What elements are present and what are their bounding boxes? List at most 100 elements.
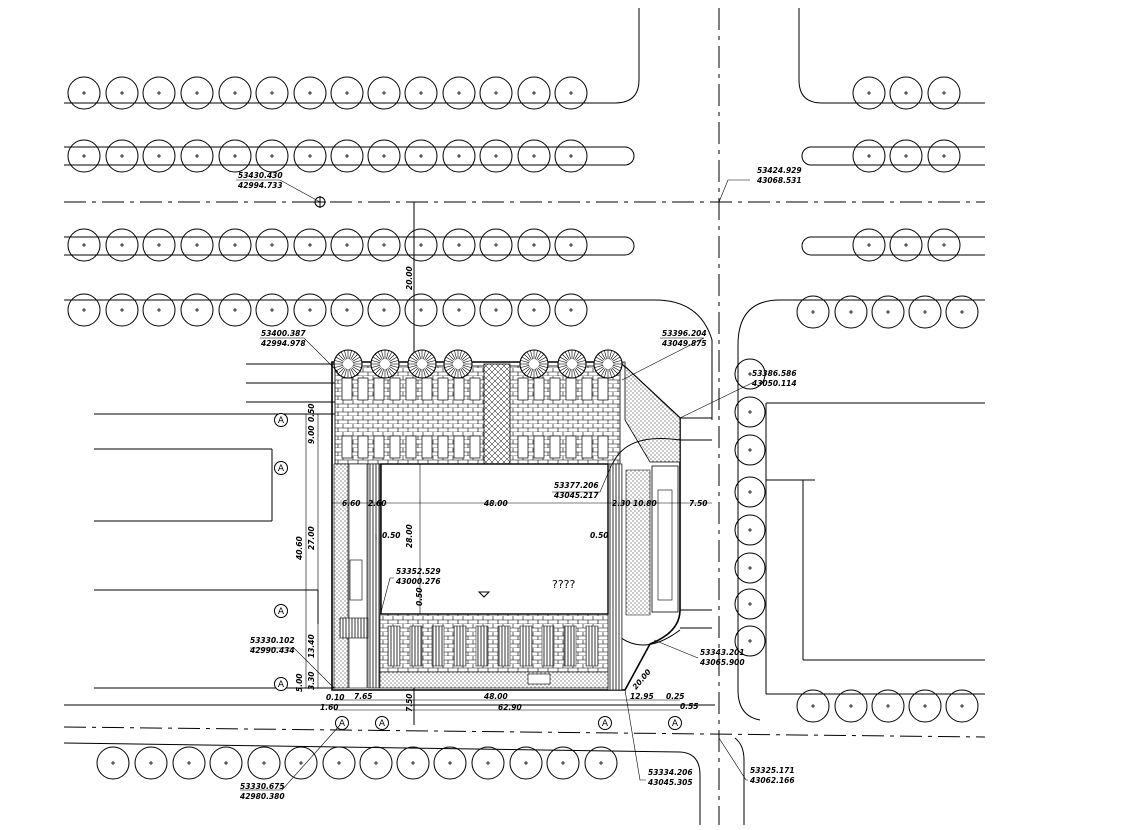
- tree-symbol: [218, 76, 252, 110]
- coord-north: 53430.430: [238, 171, 283, 180]
- coord-north: 53325.171: [750, 766, 795, 775]
- dimension-labels: 20.00 9.00 0.50 27.00 40.60 13.40 5.00 3…: [295, 266, 708, 712]
- site-tree-symbol: [519, 349, 549, 379]
- tree-symbol: [218, 293, 252, 327]
- dimension-label: 20.00: [631, 667, 653, 691]
- tree-symbol: [330, 293, 364, 327]
- coord-north: 53400.387: [261, 329, 306, 338]
- tree-symbol: [180, 76, 214, 110]
- coord-east: 43045.217: [554, 491, 599, 500]
- parking-bay: [549, 377, 561, 401]
- tree-symbol: [889, 76, 923, 110]
- tree-symbol: [889, 139, 923, 173]
- tree-symbol: [479, 139, 513, 173]
- coord-east: 42990.434: [250, 646, 295, 655]
- coord-north: 53330.675: [240, 782, 285, 791]
- tree-symbol: [927, 139, 961, 173]
- parking-bay: [421, 435, 433, 459]
- tree-symbol: [404, 76, 438, 110]
- dimension-label: 0.10: [326, 693, 345, 702]
- tree-symbol: [284, 746, 318, 780]
- tree-symbol: [471, 746, 505, 780]
- coord-east: 42994.978: [261, 339, 306, 348]
- coord-north: 53396.204: [662, 329, 707, 338]
- tree-symbol: [554, 76, 588, 110]
- building-footprint: [380, 463, 609, 615]
- axis-marker-label: A: [278, 607, 285, 617]
- tree-symbol: [734, 476, 766, 508]
- parking-bay: [453, 377, 465, 401]
- dimension-label: 20.00: [405, 266, 414, 290]
- tree-symbol: [142, 139, 176, 173]
- tree-symbol: [359, 746, 393, 780]
- axis-marker-label: A: [278, 464, 285, 474]
- tree-symbol: [852, 76, 886, 110]
- tree-symbol: [404, 228, 438, 262]
- tree-symbol: [293, 76, 327, 110]
- parking-bay: [389, 377, 401, 401]
- tree-symbol: [67, 228, 101, 262]
- parking-bay: [541, 625, 555, 667]
- tree-symbol: [247, 746, 281, 780]
- axis-marker-label: A: [602, 719, 609, 729]
- parking-bay: [497, 625, 511, 667]
- tree-symbol: [209, 746, 243, 780]
- tree-symbol: [734, 358, 766, 390]
- dimension-label: 3.30: [307, 671, 316, 690]
- coord-north: 53343.201: [700, 648, 745, 657]
- tree-symbol: [96, 746, 130, 780]
- tree-symbol: [404, 293, 438, 327]
- tree-symbol: [404, 139, 438, 173]
- parking-bay: [405, 435, 417, 459]
- tree-symbol: [734, 434, 766, 466]
- parking-bay: [517, 377, 529, 401]
- coordinate-labels: 53430.430 42994.733 53424.929 43068.531 …: [238, 166, 802, 801]
- parking-bays: [341, 377, 609, 667]
- parking-bay: [437, 435, 449, 459]
- parking-bay: [563, 625, 577, 667]
- site-tree-symbol: [333, 349, 363, 379]
- tree-symbol: [142, 293, 176, 327]
- parking-bay: [421, 377, 433, 401]
- axis-marker: A: [274, 413, 288, 427]
- tree-symbol: [367, 76, 401, 110]
- tree-symbol: [105, 228, 139, 262]
- dimension-label: 0.50: [415, 587, 424, 606]
- tree-symbol: [433, 746, 467, 780]
- dimension-label: 7.50: [689, 499, 708, 508]
- tree-symbol: [546, 746, 580, 780]
- parking-bay: [387, 625, 401, 667]
- parking-bay: [409, 625, 423, 667]
- tree-symbol: [293, 139, 327, 173]
- axis-marker-label: A: [278, 416, 285, 426]
- tree-symbol: [172, 746, 206, 780]
- dimension-label: 2.30: [612, 499, 631, 508]
- tree-symbol: [554, 228, 588, 262]
- coord-east: 43049.875: [662, 339, 707, 348]
- coord-east: 43068.531: [757, 176, 802, 185]
- tree-symbol: [67, 293, 101, 327]
- street-trees: [67, 76, 979, 780]
- building-label: ????: [552, 578, 576, 591]
- axis-marker: A: [274, 604, 288, 618]
- tree-symbol: [142, 76, 176, 110]
- tree-symbol: [367, 293, 401, 327]
- tree-symbol: [255, 228, 289, 262]
- tree-symbol: [67, 139, 101, 173]
- tree-symbol: [367, 228, 401, 262]
- parking-bay: [533, 377, 545, 401]
- tree-symbol: [105, 139, 139, 173]
- dimension-label: 7.65: [354, 692, 373, 701]
- axis-marker: A: [274, 677, 288, 691]
- axis-marker: A: [668, 716, 682, 730]
- tree-symbol: [554, 293, 588, 327]
- tree-symbol: [330, 139, 364, 173]
- tree-symbol: [871, 295, 905, 329]
- axis-marker: A: [375, 716, 389, 730]
- tree-symbol: [509, 746, 543, 780]
- tree-symbol: [255, 139, 289, 173]
- parking-bay: [431, 625, 445, 667]
- parking-bay: [533, 435, 545, 459]
- tree-symbol: [180, 293, 214, 327]
- tree-symbol: [255, 76, 289, 110]
